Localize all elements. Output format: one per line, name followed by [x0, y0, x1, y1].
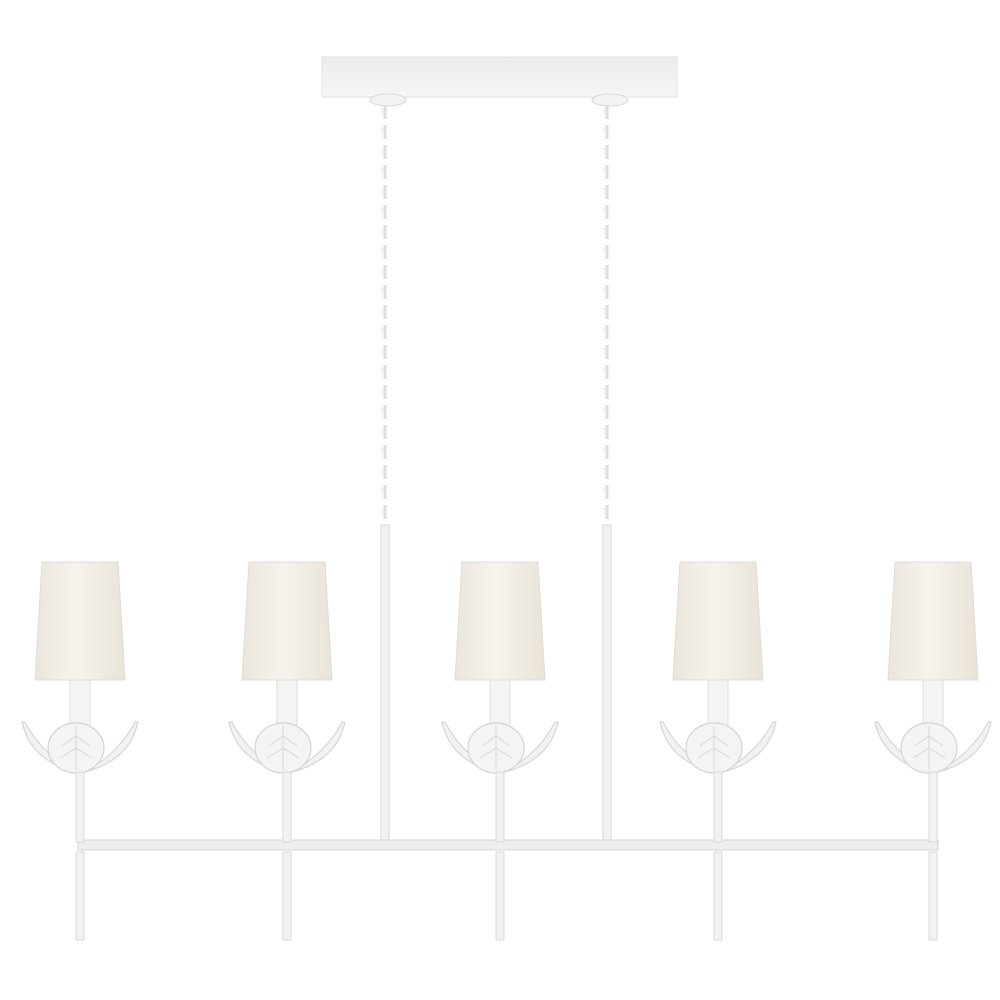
ceiling-canopy: [321, 56, 678, 107]
support-rod-left: [380, 524, 390, 844]
horizontal-bar: [77, 839, 939, 851]
light-arm-1: [21, 561, 139, 941]
light-arm-5: [874, 561, 992, 941]
chain-right: [603, 105, 609, 525]
light-arm-2: [228, 561, 346, 941]
light-arm-3: [441, 561, 559, 941]
light-arm-4: [659, 561, 777, 941]
chain-left: [381, 105, 387, 525]
support-rod-right: [602, 524, 612, 844]
